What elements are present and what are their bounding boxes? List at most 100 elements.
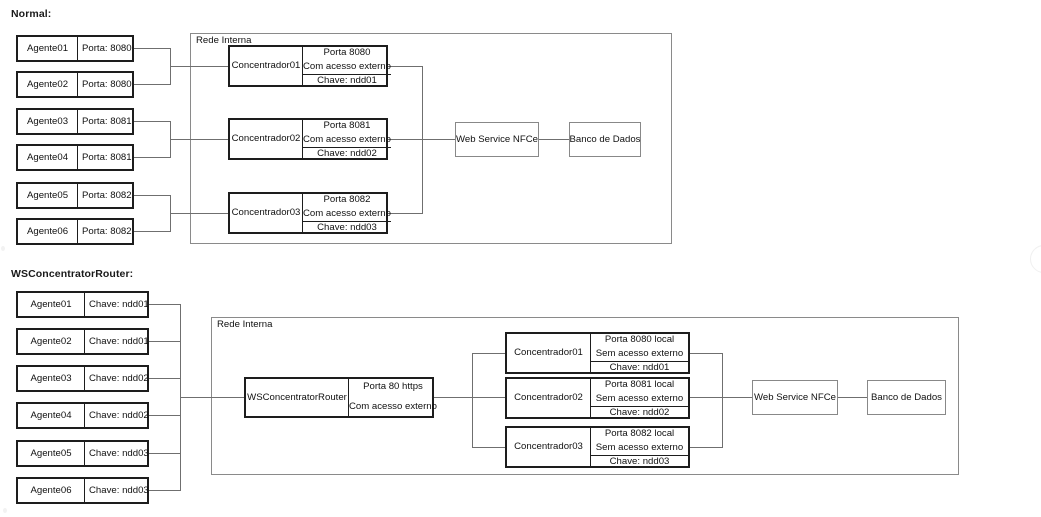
connector-bus-to-webservice (722, 397, 752, 399)
network-frame-label-normal: Rede Interna (194, 35, 254, 46)
concentrator-name: Concentrador02 (230, 120, 303, 158)
agent-name: Agente06 (18, 220, 78, 243)
concentrator-porta: Porta 8081 local (604, 379, 675, 390)
section-caption-router: WSConcentratorRouter: (11, 268, 134, 280)
concentrator-detail-upper: Porta 8082 Com acesso externo (303, 194, 391, 221)
connector-pair3-trunk (170, 213, 257, 215)
agent-box[interactable]: Agente03 Chave: ndd02 (16, 365, 149, 392)
agent-detail: Porta: 8080 (82, 42, 132, 54)
database-box[interactable]: Banco de Dados (569, 122, 641, 157)
agent-detail: Chave: ndd03 (89, 484, 149, 496)
concentrator-box[interactable]: Concentrador03 Porta 8082 Com acesso ext… (228, 192, 391, 234)
agent-box[interactable]: Agente06 Porta: 8082 (16, 218, 134, 245)
concentrator-acesso: Com acesso externo (303, 60, 391, 72)
connector-router-fan-bus (472, 353, 474, 448)
agent-box[interactable]: Agente04 Chave: ndd02 (16, 402, 149, 429)
agent-detail: Porta: 8081 (82, 115, 132, 127)
scan-artifact-dot-bottom (3, 508, 7, 513)
concentrator-detail: Porta 8080 Com acesso externo Chave: ndd… (303, 47, 391, 86)
ws-concentrator-router-box[interactable]: WSConcentratorRouter Porta 80 https Com … (244, 377, 437, 418)
concentrator-name: Concentrador03 (230, 194, 303, 232)
concentrator-box[interactable]: Concentrador01 Porta 8080 local Sem aces… (505, 332, 690, 374)
concentrator-porta: Porta 8080 local (604, 334, 675, 345)
connector-agent6 (134, 231, 171, 233)
connector-bus-to-webservice (422, 139, 455, 141)
connector-agent3 (134, 121, 171, 123)
agent-box[interactable]: Agente05 Porta: 8082 (16, 182, 134, 209)
connector-agent5 (134, 195, 171, 197)
concentrator-chave: Chave: ndd03 (303, 220, 391, 236)
section-caption-normal: Normal: (11, 8, 52, 20)
agent-box[interactable]: Agente02 Chave: ndd01 (16, 328, 149, 355)
agent-detail: Chave: ndd03 (89, 447, 149, 459)
connector-conc3-out (690, 447, 723, 449)
connector-fan-to-conc2 (472, 397, 505, 399)
agent-box[interactable]: Agente01 Chave: ndd01 (16, 291, 149, 318)
network-frame-label-router: Rede Interna (215, 319, 275, 330)
router-name: WSConcentratorRouter (246, 379, 349, 416)
agent-box[interactable]: Agente03 Porta: 8081 (16, 108, 134, 135)
router-acesso: Com acesso externo (349, 401, 437, 412)
agent-detail: Chave: ndd02 (89, 372, 149, 384)
connector-webservice-to-db (838, 397, 867, 399)
concentrator-box[interactable]: Concentrador01 Porta 8080 Com acesso ext… (228, 45, 391, 87)
agent-box[interactable]: Agente04 Porta: 8081 (16, 144, 134, 171)
connector-agent6 (149, 490, 181, 492)
network-frame-normal: Rede Interna (190, 33, 672, 244)
concentrator-detail: Porta 8082 local Sem acesso externo Chav… (591, 428, 688, 467)
web-service-box[interactable]: Web Service NFCe (455, 122, 539, 157)
concentrator-chave: Chave: ndd02 (591, 405, 688, 421)
database-box[interactable]: Banco de Dados (867, 380, 946, 415)
agent-name: Agente06 (18, 479, 85, 502)
connector-router-out (434, 397, 473, 399)
router-detail-lines: Porta 80 https Com acesso externo (349, 379, 437, 416)
concentrator-box[interactable]: Concentrador02 Porta 8081 local Sem aces… (505, 377, 690, 419)
agent-detail: Chave: ndd01 (89, 335, 149, 347)
agent-box[interactable]: Agente05 Chave: ndd03 (16, 440, 149, 467)
agent-detail: Porta: 8082 (82, 225, 132, 237)
web-service-box[interactable]: Web Service NFCe (752, 380, 838, 415)
concentrator-detail-upper: Porta 8082 local Sem acesso externo (591, 428, 688, 455)
concentrator-acesso: Sem acesso externo (595, 441, 684, 453)
connector-agent5 (149, 453, 181, 455)
web-service-label: Web Service NFCe (754, 392, 836, 403)
concentrator-porta: Porta 8080 (323, 47, 371, 58)
scan-artifact-dot-left (1, 246, 5, 251)
connector-fan-to-conc1 (472, 353, 505, 355)
web-service-label: Web Service NFCe (456, 134, 538, 145)
concentrator-name: Concentrador01 (230, 47, 303, 85)
concentrator-detail: Porta 8082 Com acesso externo Chave: ndd… (303, 194, 391, 233)
agent-name: Agente02 (18, 330, 85, 353)
concentrator-detail: Porta 8081 local Sem acesso externo Chav… (591, 379, 688, 418)
agent-box[interactable]: Agente01 Porta: 8080 (16, 35, 134, 62)
agent-name: Agente03 (18, 367, 85, 390)
agent-name: Agente03 (18, 110, 78, 133)
connector-agent4 (134, 157, 171, 159)
database-label: Banco de Dados (871, 392, 942, 403)
agent-name: Agente04 (18, 146, 78, 169)
concentrator-name: Concentrador03 (507, 428, 591, 466)
connector-conc-bus (722, 353, 724, 448)
connector-agent2 (149, 341, 181, 343)
concentrator-chave: Chave: ndd01 (591, 360, 688, 376)
concentrator-box[interactable]: Concentrador03 Porta 8082 local Sem aces… (505, 426, 690, 468)
connector-bus-to-router (180, 397, 244, 399)
concentrator-box[interactable]: Concentrador02 Porta 8081 Com acesso ext… (228, 118, 391, 160)
concentrator-chave: Chave: ndd03 (591, 454, 688, 470)
concentrator-chave: Chave: ndd01 (303, 73, 391, 89)
concentrator-acesso: Sem acesso externo (595, 347, 684, 359)
agent-box[interactable]: Agente02 Porta: 8080 (16, 71, 134, 98)
router-porta: Porta 80 https (363, 381, 423, 393)
concentrator-detail: Porta 8080 local Sem acesso externo Chav… (591, 334, 688, 373)
agent-box[interactable]: Agente06 Chave: ndd03 (16, 477, 149, 504)
connector-conc2-out (690, 397, 723, 399)
concentrator-detail-upper: Porta 8081 local Sem acesso externo (591, 379, 688, 406)
concentrator-detail-upper: Porta 8080 local Sem acesso externo (591, 334, 688, 361)
scan-artifact-arc (1030, 245, 1041, 273)
concentrator-porta: Porta 8082 local (604, 428, 675, 439)
concentrator-porta: Porta 8081 (323, 120, 371, 131)
connector-conc3-out (388, 213, 423, 215)
concentrator-acesso: Com acesso externo (303, 133, 391, 145)
connector-conc2-out (388, 139, 423, 141)
